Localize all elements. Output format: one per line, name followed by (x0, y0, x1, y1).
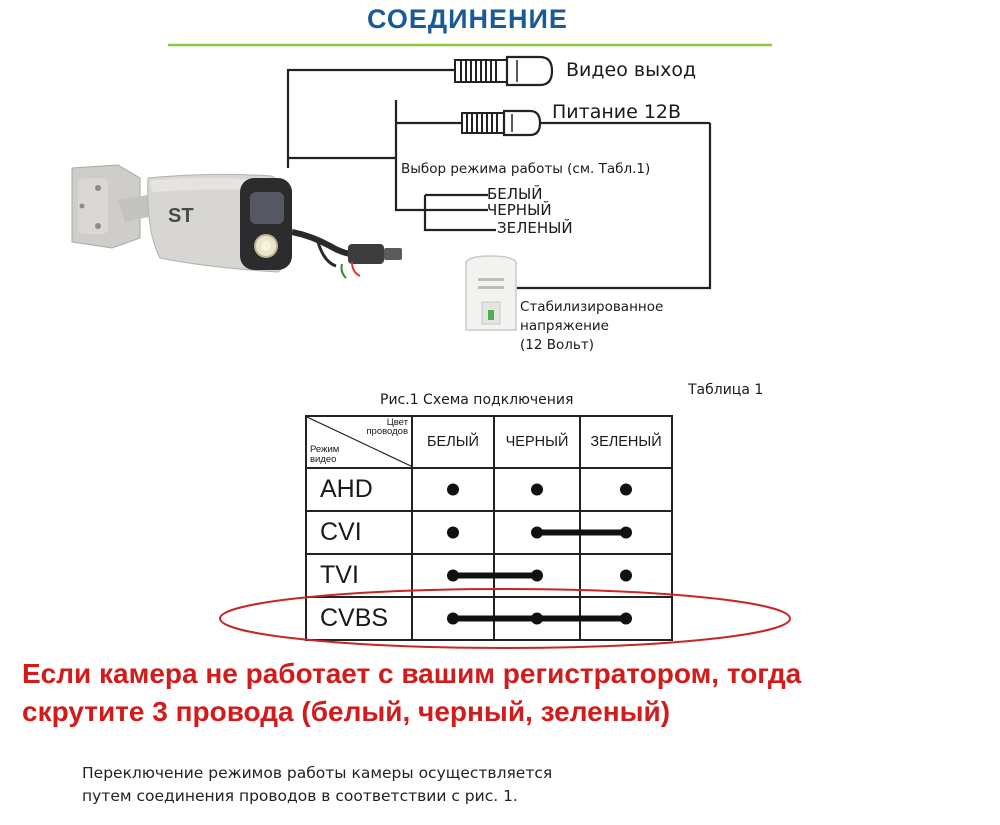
table-corner-cell: Цвет проводов Режим видео (305, 415, 413, 469)
power-connector (461, 109, 542, 137)
table-row: TVI (305, 553, 673, 598)
power-supply-unit (465, 255, 517, 331)
corner-top-label: Цвет проводов (366, 417, 408, 437)
table-cell (579, 467, 673, 512)
table-cell (411, 467, 495, 512)
footer-line-2: путем соединения проводов в соответствии… (82, 787, 518, 805)
table-caption: Таблица 1 (688, 382, 764, 398)
mode-table: Цвет проводов Режим видео БЕЛЫЙ ЧЕРНЫЙ З… (305, 415, 673, 641)
psu-label-line1: Стабилизированное (520, 299, 664, 315)
psu-label-line3: (12 Вольт) (520, 337, 594, 353)
column-header-black: ЧЕРНЫЙ (493, 415, 581, 469)
warning-line-2: скрутите 3 провода (белый, черный, зелен… (22, 696, 671, 727)
table-cell (411, 596, 495, 641)
mode-name: CVI (305, 510, 413, 555)
video-connector (454, 55, 554, 87)
psu-label-line2: напряжение (520, 318, 609, 334)
table-row: CVBS (305, 596, 673, 641)
footer-line-1: Переключение режимов работы камеры осуще… (82, 764, 553, 782)
cable-lines (286, 68, 712, 290)
footer-note: Переключение режимов работы камеры осуще… (82, 762, 782, 808)
warning-text: Если камера не работает с вашим регистра… (22, 655, 992, 731)
wire-label-black: ЧЕРНЫЙ (487, 201, 552, 219)
table-cell (411, 553, 495, 598)
table-row: AHD (305, 467, 673, 512)
table-cell (493, 510, 581, 555)
power-label: Питание 12В (552, 101, 682, 123)
mode-name: AHD (305, 467, 413, 512)
column-header-green: ЗЕЛЕНЫЙ (579, 415, 673, 469)
mode-name: CVBS (305, 596, 413, 641)
table-cell (579, 596, 673, 641)
page-title: СОЕДИНЕНИЕ (367, 4, 568, 34)
table-cell (493, 467, 581, 512)
mode-name: TVI (305, 553, 413, 598)
mode-select-label: Выбор режима работы (см. Табл.1) (401, 161, 651, 177)
column-header-white: БЕЛЫЙ (411, 415, 495, 469)
figure-caption: Рис.1 Схема подключения (380, 392, 574, 408)
table-cell (411, 510, 495, 555)
wiring-diagram: ST (71, 43, 772, 331)
corner-bottom-label: Режим видео (310, 444, 340, 465)
wire-label-green: ЗЕЛЕНЫЙ (497, 219, 573, 237)
table-cell (579, 510, 673, 555)
table-cell (493, 553, 581, 598)
camera-brand: ST (168, 205, 194, 227)
table-row: CVI (305, 510, 673, 555)
warning-line-1: Если камера не работает с вашим регистра… (22, 658, 802, 689)
table-cell (579, 553, 673, 598)
table-cell (493, 596, 581, 641)
video-out-label: Видео выход (566, 59, 697, 81)
camera-illustration: ST (71, 164, 402, 279)
wire-label-white: БЕЛЫЙ (487, 185, 543, 203)
